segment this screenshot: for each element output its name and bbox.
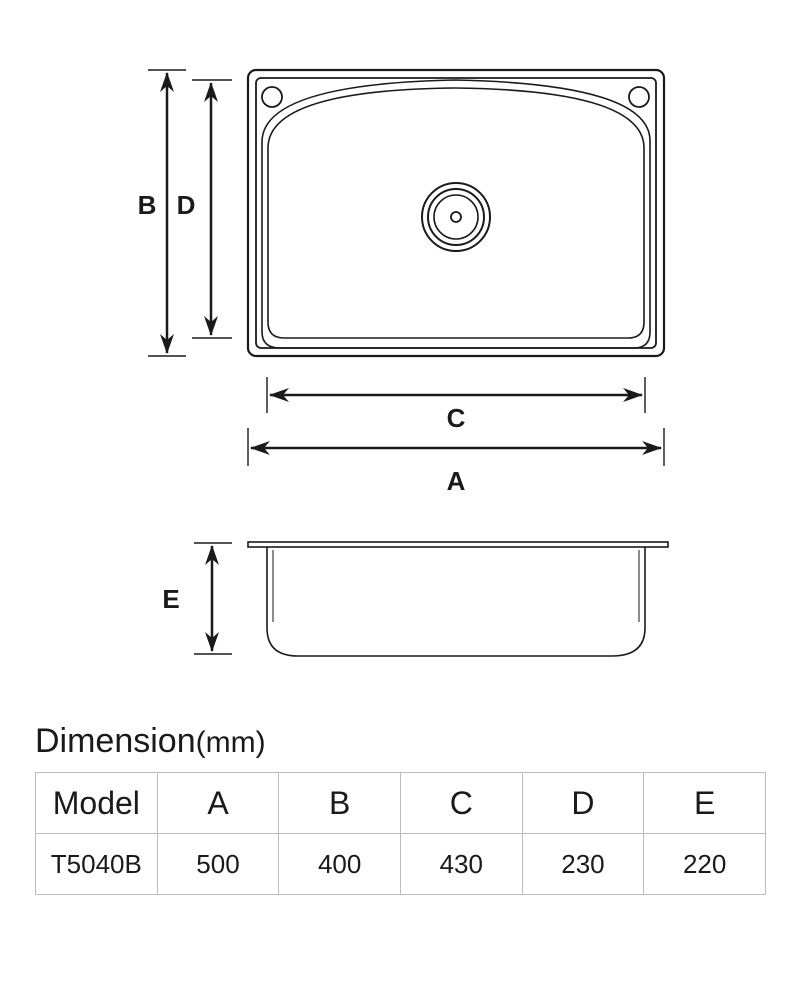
table-header-b: B — [278, 772, 401, 834]
drain-outer — [421, 182, 491, 252]
table-cell-c: 430 — [399, 833, 523, 895]
drain-center — [450, 211, 462, 223]
drain-inner — [433, 194, 479, 240]
table-cell-b: 400 — [278, 833, 401, 895]
table-row: T5040B 500 400 430 230 220 — [35, 833, 766, 895]
sink-side-view — [247, 541, 669, 657]
dimension-label-a: A — [447, 466, 466, 496]
sink-bowl-edge — [261, 79, 651, 349]
table-header-d: D — [521, 772, 645, 834]
dimension-label-b: B — [138, 190, 157, 220]
table-header-c: C — [399, 772, 523, 834]
table-cell-d: 230 — [521, 833, 645, 895]
dimension-a — [247, 428, 665, 466]
dimension-e — [194, 542, 232, 655]
dimension-d — [192, 79, 232, 339]
dimension-b — [148, 69, 186, 357]
sink-bowl-inner — [267, 87, 645, 339]
table-cell-e: 220 — [643, 833, 766, 895]
dimension-label-d: D — [177, 190, 196, 220]
sink-side-rim — [247, 541, 669, 548]
table-header-e: E — [643, 772, 766, 834]
table-cell-a: 500 — [156, 833, 280, 895]
sink-dimension-diagram: B D C A E — [138, 68, 669, 657]
dimension-c — [266, 377, 646, 413]
dimension-label-e: E — [162, 584, 179, 614]
table-header-a: A — [156, 772, 280, 834]
table-header-model: Model — [35, 772, 158, 834]
dimension-title: Dimension(mm) — [35, 722, 266, 761]
dimension-title-text: Dimension — [35, 722, 196, 760]
sink-outer-rim — [246, 68, 666, 358]
sink-inner-rim — [255, 77, 657, 349]
sink-side-bowl — [266, 547, 646, 657]
faucet-hole-right — [628, 86, 650, 108]
table-header-row: Model A B C D E — [35, 772, 766, 834]
dimension-label-c: C — [447, 403, 466, 433]
dimension-table: Model A B C D E T5040B 500 400 430 230 2… — [35, 772, 766, 895]
dimension-unit: (mm) — [195, 726, 266, 759]
sink-top-view — [246, 68, 666, 358]
table-cell-model: T5040B — [35, 833, 158, 895]
faucet-hole-left — [261, 86, 283, 108]
drain-ring — [427, 188, 485, 246]
